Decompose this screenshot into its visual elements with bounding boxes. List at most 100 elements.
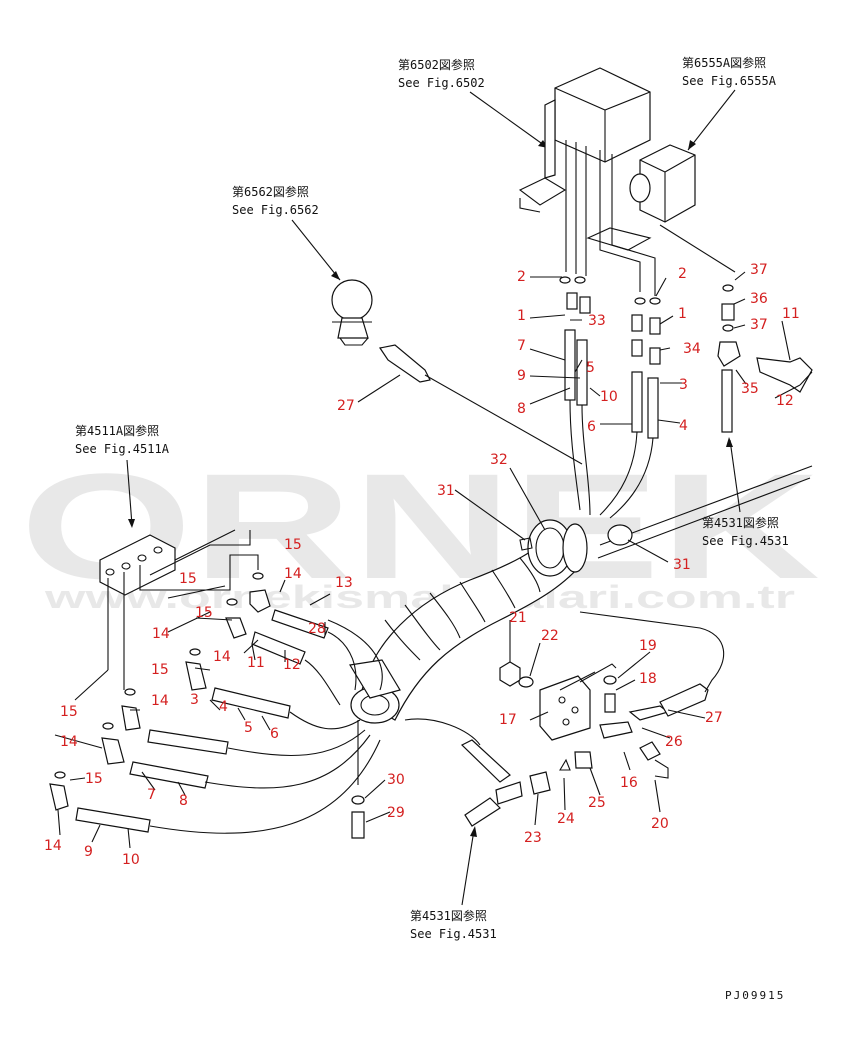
part-label: 6 <box>587 419 596 435</box>
drawing-code: PJ09915 <box>725 989 785 1002</box>
part-label: 14 <box>152 626 170 642</box>
part-label: 2 <box>517 269 526 285</box>
part-label: 12 <box>776 393 794 409</box>
watermark: ORNEK www.ornekismakinalari.com.tr <box>20 442 820 615</box>
reference-fig6502: 第6502図参照 See Fig.6502 <box>398 57 549 149</box>
part-label: 37 <box>750 262 768 278</box>
part-label: 21 <box>509 610 527 626</box>
ref-jp: 第6562図参照 <box>232 184 309 199</box>
part-labels: 2 2 37 36 37 1 33 1 11 7 5 34 9 35 3 12 … <box>44 262 800 868</box>
part-label: 2 <box>678 266 687 282</box>
part-label: 15 <box>60 704 78 720</box>
part-label: 23 <box>524 830 542 846</box>
part-label: 8 <box>517 401 526 417</box>
bolt-30-29 <box>351 720 365 839</box>
ref-jp: 第4531図参照 <box>702 515 779 530</box>
part-label: 22 <box>541 628 559 644</box>
ref-jp: 第6502図参照 <box>398 57 475 72</box>
part-label: 31 <box>437 483 455 499</box>
hose-27-upper <box>379 344 583 465</box>
part-label: 4 <box>679 418 688 434</box>
part-label: 33 <box>588 313 606 329</box>
part-label: 5 <box>586 360 595 376</box>
part-label: 30 <box>387 772 405 788</box>
part-label: 3 <box>190 692 199 708</box>
watermark-main: ORNEK <box>20 442 820 610</box>
part-label: 35 <box>741 381 759 397</box>
part-label: 11 <box>247 655 265 671</box>
part-label: 17 <box>499 712 517 728</box>
ref-jp: 第6555A図参照 <box>682 55 766 70</box>
reference-fig6555a: 第6555A図参照 See Fig.6555A <box>682 55 777 151</box>
ref-en: See Fig.6562 <box>232 203 319 217</box>
part-label: 14 <box>284 566 302 582</box>
part-label: 15 <box>151 662 169 678</box>
left-hoses <box>75 609 383 834</box>
top-fittings <box>559 276 741 367</box>
part-label: 29 <box>387 805 405 821</box>
part-label: 11 <box>782 306 800 322</box>
part-label: 1 <box>678 306 687 322</box>
part-label: 1 <box>517 308 526 324</box>
part-label: 12 <box>283 657 301 673</box>
part-label: 7 <box>517 338 526 354</box>
part-label: 14 <box>44 838 62 854</box>
ref-en: See Fig.4531 <box>702 534 789 548</box>
part-label: 36 <box>750 291 768 307</box>
part-label: 32 <box>490 452 508 468</box>
part-label: 34 <box>683 341 701 357</box>
top-hoses <box>564 329 813 519</box>
reference-fig4531-bottom: 第4531図参照 See Fig.4531 <box>410 826 497 941</box>
part-label: 8 <box>179 793 188 809</box>
part-label: 20 <box>651 816 669 832</box>
control-valve-block <box>518 67 651 213</box>
ref-en: See Fig.4531 <box>410 927 497 941</box>
part-label: 14 <box>60 734 78 750</box>
ref-en: See Fig.4511A <box>75 442 170 456</box>
part-label: 28 <box>308 621 326 637</box>
part-label: 13 <box>335 575 353 591</box>
left-manifold <box>99 529 259 690</box>
swivel-ring <box>519 465 813 577</box>
pilot-valve-block <box>586 144 696 251</box>
ref-jp: 第4511A図参照 <box>75 423 159 438</box>
part-label: 14 <box>151 693 169 709</box>
valve-tubes <box>565 140 736 296</box>
part-label: 24 <box>557 811 575 827</box>
part-label: 4 <box>219 699 228 715</box>
part-label: 10 <box>600 389 618 405</box>
part-label: 15 <box>179 571 197 587</box>
leader-lines <box>54 271 813 849</box>
part-label: 27 <box>337 398 355 414</box>
part-label: 14 <box>213 649 231 665</box>
ref-en: See Fig.6502 <box>398 76 485 90</box>
hose-bundle <box>349 529 586 724</box>
part-label: 5 <box>244 720 253 736</box>
part-label: 7 <box>147 787 156 803</box>
ref-en: See Fig.6555A <box>682 74 777 88</box>
part-label: 15 <box>284 537 302 553</box>
left-fittings <box>49 572 271 811</box>
part-label: 27 <box>705 710 723 726</box>
ref-jp: 第4531図参照 <box>410 908 487 923</box>
right-lower-parts <box>460 611 725 827</box>
hose-23-line <box>404 718 481 746</box>
part-label: 9 <box>84 844 93 860</box>
part-label: 3 <box>679 377 688 393</box>
part-label: 15 <box>85 771 103 787</box>
part-label: 15 <box>195 605 213 621</box>
part-label: 31 <box>673 557 691 573</box>
reference-fig4531-right: 第4531図参照 See Fig.4531 <box>702 437 789 548</box>
part-label: 25 <box>588 795 606 811</box>
reference-fig6562: 第6562図参照 See Fig.6562 <box>232 184 341 281</box>
part-label: 9 <box>517 368 526 384</box>
part-label: 10 <box>122 852 140 868</box>
part-label: 18 <box>639 671 657 687</box>
part-label: 37 <box>750 317 768 333</box>
part-label: 6 <box>270 726 279 742</box>
pilot-knob <box>331 279 373 346</box>
reference-fig4511a: 第4511A図参照 See Fig.4511A <box>75 423 170 528</box>
part-label: 26 <box>665 734 683 750</box>
part-label: 19 <box>639 638 657 654</box>
